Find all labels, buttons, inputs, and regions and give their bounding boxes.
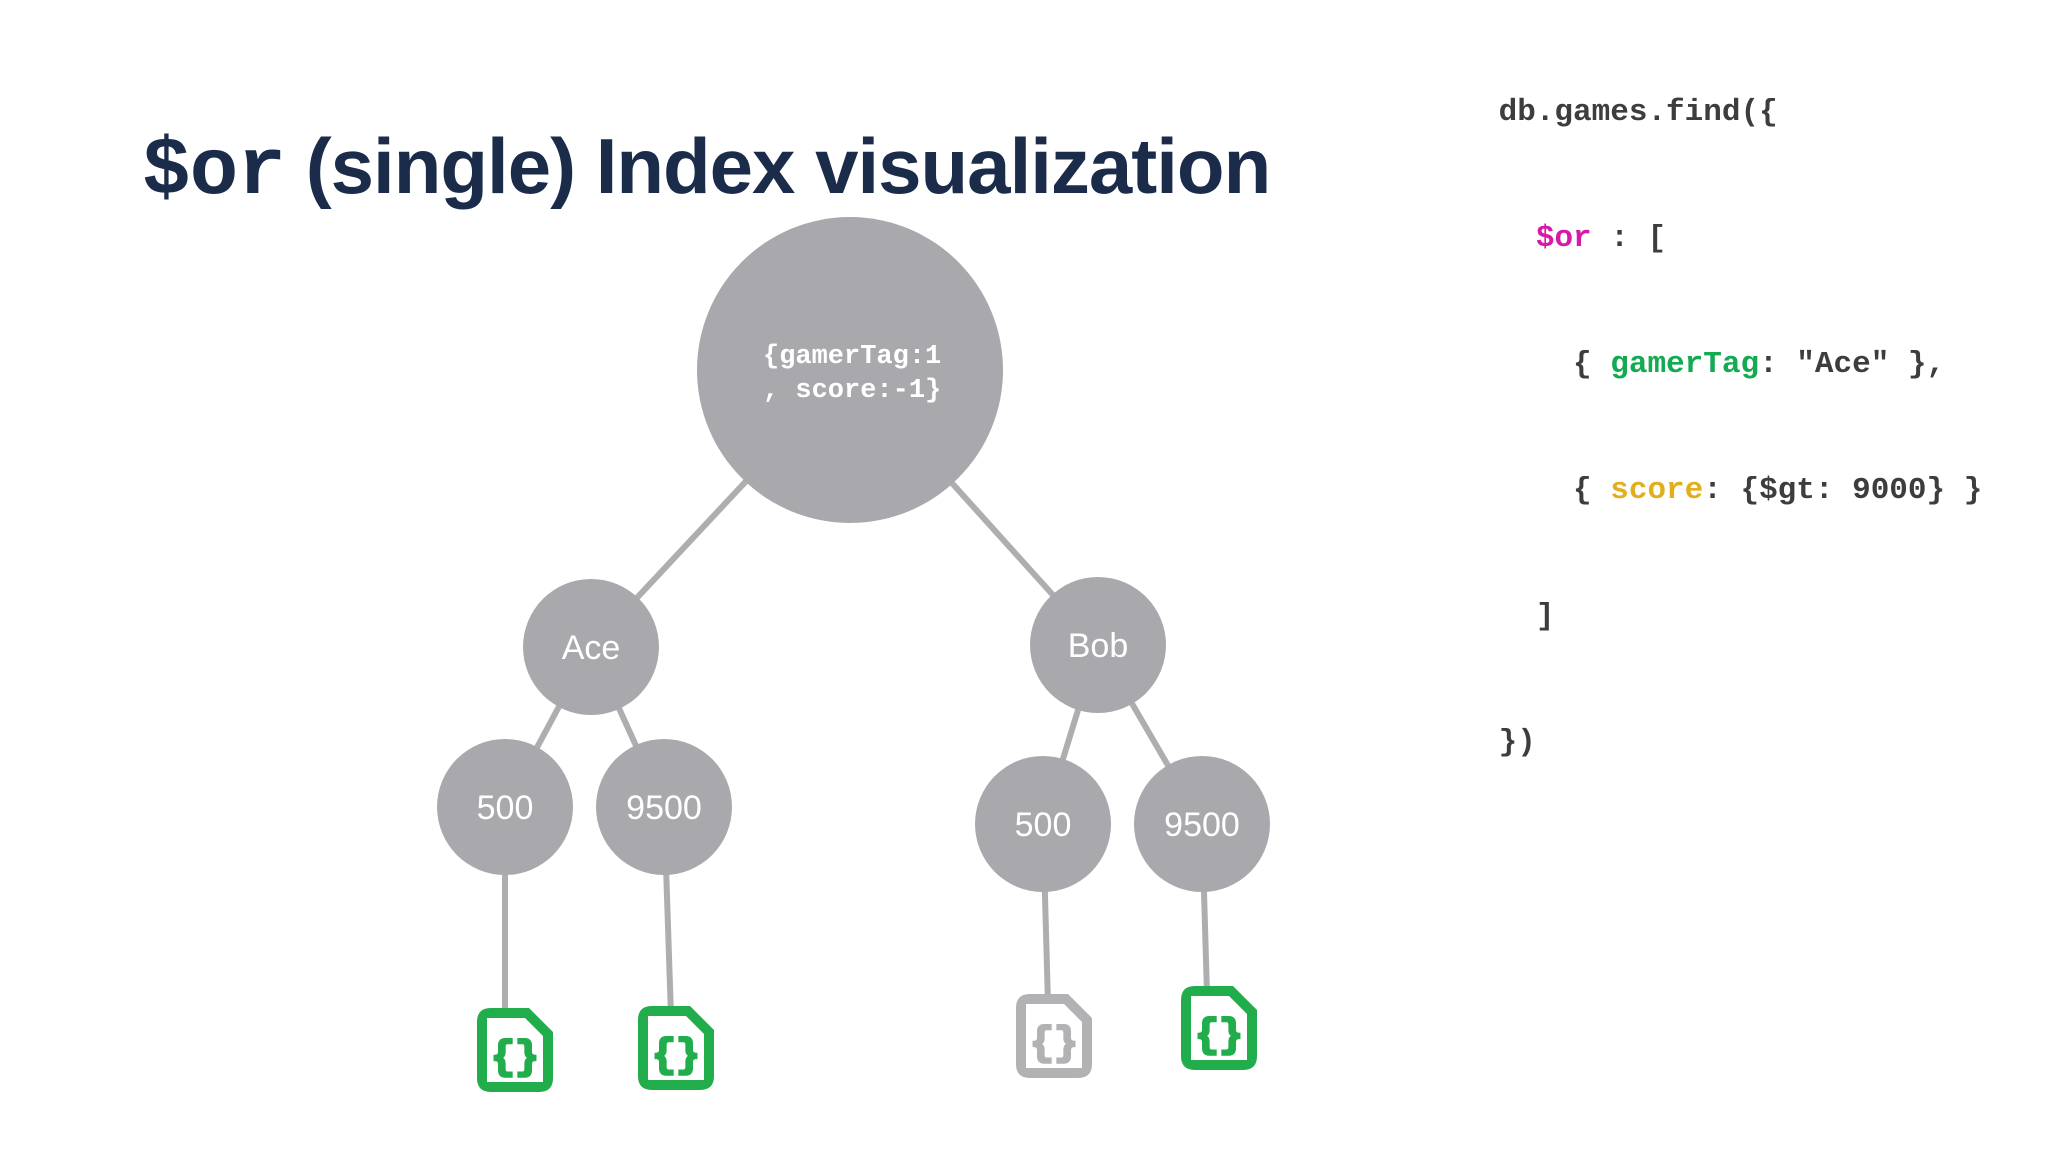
code-score-field: score bbox=[1610, 473, 1704, 508]
code-line: ] bbox=[1387, 554, 1982, 680]
document-icon-unmatched: {} bbox=[1016, 994, 1092, 1078]
node-ace-label: Ace bbox=[562, 629, 621, 667]
braces-icon: {} bbox=[652, 1034, 700, 1079]
braces-icon: {} bbox=[1195, 1014, 1243, 1059]
node-bob-500-label: 500 bbox=[1015, 806, 1072, 844]
code-text: { bbox=[1498, 473, 1611, 508]
code-text: : [ bbox=[1591, 221, 1667, 256]
code-line: }) bbox=[1387, 680, 1982, 806]
document-icon-matched: {} bbox=[638, 1006, 714, 1090]
node-ace-9500-label: 9500 bbox=[626, 789, 702, 827]
code-or-operator: $or bbox=[1535, 221, 1592, 256]
query-code-snippet: db.games.find({ $or : [ { gamerTag: "Ace… bbox=[1387, 50, 1983, 806]
document-icon-matched: {} bbox=[1181, 986, 1257, 1070]
page-title: $or (single) Index visualization bbox=[142, 118, 1272, 220]
node-ace-500 bbox=[437, 739, 573, 875]
code-gamertag-field: gamerTag bbox=[1610, 347, 1760, 382]
code-text: { bbox=[1498, 347, 1611, 382]
code-line: $or : [ bbox=[1387, 176, 1982, 302]
code-text: }) bbox=[1498, 725, 1536, 760]
document-page bbox=[1026, 1004, 1082, 1068]
code-text: : {$gt: 9000} } bbox=[1703, 473, 1983, 508]
title-text: (single) Index visualization bbox=[285, 122, 1272, 210]
node-bob-label: Bob bbox=[1068, 627, 1129, 665]
root-node-label-line1: {gamerTag:1 bbox=[763, 342, 941, 372]
node-ace bbox=[523, 579, 659, 715]
node-bob-9500 bbox=[1134, 756, 1270, 892]
root-index-node bbox=[697, 217, 1003, 523]
braces-icon: {} bbox=[491, 1036, 539, 1081]
node-bob-500 bbox=[975, 756, 1111, 892]
node-bob-9500-label: 9500 bbox=[1164, 806, 1240, 844]
document-page bbox=[487, 1018, 543, 1082]
document-icon-matched: {} bbox=[477, 1008, 553, 1092]
code-line: db.games.find({ bbox=[1387, 50, 1982, 176]
code-line: { score: {$gt: 9000} } bbox=[1387, 428, 1982, 554]
document-page bbox=[648, 1016, 704, 1080]
node-ace-500-label: 500 bbox=[477, 789, 534, 827]
root-node-label-line2: , score:-1} bbox=[763, 376, 941, 406]
document-page bbox=[1191, 996, 1247, 1060]
title-operator: $or bbox=[142, 126, 286, 218]
node-ace-9500 bbox=[596, 739, 732, 875]
braces-icon: {} bbox=[1030, 1022, 1078, 1067]
code-text bbox=[1499, 221, 1536, 256]
code-text: ] bbox=[1498, 599, 1555, 634]
code-text: db.games.find({ bbox=[1498, 95, 1778, 130]
code-text: : "Ace" }, bbox=[1759, 347, 1946, 382]
code-line: { gamerTag: "Ace" }, bbox=[1387, 302, 1982, 428]
node-bob bbox=[1030, 577, 1166, 713]
